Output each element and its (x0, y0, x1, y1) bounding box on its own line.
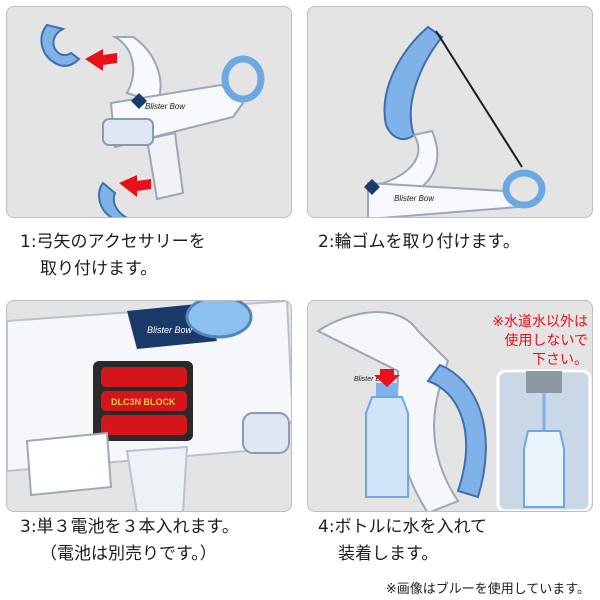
handle-ring (502, 169, 546, 209)
bow-upper-arm (111, 36, 162, 105)
step4-image-panel: Blister Bow ※水道水以外は 使用しないで 下さい。 (307, 300, 593, 512)
step3-line2: （電池は別売りです。） (40, 544, 217, 564)
tap-water-warning: ※水道水以外は 使用しないで 下さい。 (448, 313, 588, 370)
step2-image-panel: Blister Bow (307, 6, 593, 218)
step1-caption: 1:弓矢のアクセサリーを 取り付けます。 (20, 229, 206, 283)
brand-label: Blister Bow (147, 325, 193, 335)
image-color-footnote: ※画像はブルーを使用しています。 (385, 582, 590, 597)
brand-label: Blister Bow (394, 194, 435, 203)
brand-label: Blister Bow (145, 102, 186, 111)
gun-nozzle (242, 412, 290, 454)
gun-grip (125, 445, 189, 511)
emblem (131, 93, 147, 109)
step1-line2: 取り付けます。 (40, 259, 158, 279)
bow-string-illustration: Blister Bow (364, 25, 546, 217)
gun-body (367, 181, 521, 217)
upper-limb-part (40, 23, 81, 67)
step3-line1: 3:単３電池を３本入れます。 (20, 517, 239, 537)
rubber-band (435, 30, 523, 168)
bow-assembly-illustration: Blister Bow (40, 23, 265, 217)
water-bottle (365, 396, 409, 498)
inset-bottle (523, 430, 565, 508)
battery-label: DLC3N BLOCK (111, 397, 176, 407)
blue-limb (426, 363, 487, 499)
warning-line-3: 下さい。 (532, 352, 588, 368)
warning-line-2: 使用しないで (504, 333, 588, 349)
battery-1 (101, 367, 187, 387)
step3-caption: 3:単３電池を３本入れます。 （電池は別売りです。） (20, 514, 239, 568)
faucet (526, 371, 562, 393)
upper-bow-limb (383, 25, 444, 141)
blue-cap (185, 301, 253, 339)
red-arrow-down (374, 369, 400, 387)
handle-ring (221, 55, 265, 103)
step1-image-panel: Blister Bow (6, 6, 292, 218)
step1-line1: 1:弓矢のアクセサリーを (20, 232, 206, 252)
gun-nozzle (102, 118, 154, 146)
battery-cover (25, 431, 113, 497)
step4-line2: 装着します。 (338, 544, 439, 564)
red-arrow-upper (85, 49, 117, 71)
battery-2 (101, 391, 187, 411)
gun-grip (145, 131, 185, 201)
red-arrow-lower (119, 175, 151, 197)
step3-image-panel: DLC3N BLOCK Blister Bow (6, 300, 292, 512)
step2-line1: 2:輪ゴムを取り付けます。 (318, 232, 520, 252)
emblem (364, 179, 380, 195)
step2-caption: 2:輪ゴムを取り付けます。 (318, 229, 520, 256)
lower-limb-part (98, 181, 128, 217)
warning-line-1: ※水道水以外は (492, 314, 588, 330)
step4-caption: 4:ボトルに水を入れて 装着します。 (318, 514, 487, 568)
brand-label: Blister Bow (354, 376, 390, 383)
battery-compartment-illustration: DLC3N BLOCK Blister Bow (7, 301, 291, 511)
battery-3 (101, 415, 187, 435)
bottle-cap (376, 383, 398, 397)
step4-line1: 4:ボトルに水を入れて (318, 517, 488, 537)
bottle-attach-illustration: Blister Bow (316, 311, 592, 511)
